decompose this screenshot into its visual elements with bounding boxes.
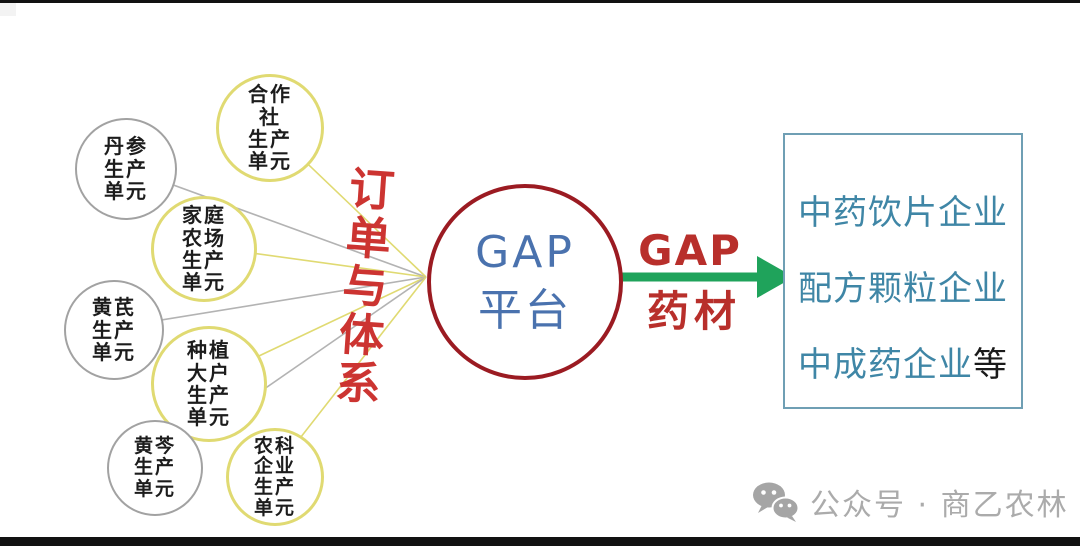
gap-platform-label: GAP 平台 [475,226,575,336]
wechat-icon [753,482,800,522]
arrow-label-yaocai: 药材 [646,287,741,336]
enterprise-line-3-suffix: 等 [973,345,1008,385]
connector-line-danshen [123,166,427,278]
unit-label-large-grower: 种植 大户 生产 单元 [187,338,231,430]
enterprise-line-decoction-pieces: 中药饮片企业 [785,196,1021,230]
connector-line-huangqi [111,276,427,329]
enterprise-line-formula-granules: 配方颗粒企业 [785,272,1021,306]
unit-label-huangqin: 黄芩 生产 单元 [133,435,176,500]
unit-circle-family-farm: 家庭 农场 生产 单元 [151,196,257,302]
unit-label-family-farm: 家庭 农场 生产 单元 [182,203,226,295]
watermark-text: 公众号 · 商乙农林 [810,488,1069,523]
watermark: 公众号 · 商乙农林 [752,480,1069,524]
arrow-label-gap: GAP [638,226,742,275]
flow-arrow [614,256,794,298]
enterprise-box: 中药饮片企业 配方颗粒企业 中成药企业等 [783,133,1023,409]
enterprise-line-patent-medicine: 中成药企业等 [785,348,1021,382]
enterprise-line-3-text: 中成药企业 [798,345,973,385]
bottom-border-bar [0,537,1080,546]
unit-label-cooperative: 合作 社 生产 单元 [248,82,292,174]
unit-circle-danshen: 丹参 生产 单元 [75,118,177,220]
unit-circle-cooperative: 合作 社 生产 单元 [216,74,324,182]
corner-artifact [0,3,16,16]
enterprise-line-2-text: 配方颗粒企业 [798,269,1008,309]
unit-circle-agri-science: 农科 企业 生产 单元 [226,428,324,526]
gap-platform-circle: GAP 平台 [427,184,623,380]
unit-label-huangqi: 黄芪 生产 单元 [92,295,136,365]
unit-label-agri-science: 农科 企业 生产 单元 [253,434,296,519]
unit-label-danshen: 丹参 生产 单元 [104,134,148,204]
unit-circle-huangqi: 黄芪 生产 单元 [64,280,164,380]
top-border-bar [0,0,1080,3]
unit-circle-huangqin: 黄芩 生产 单元 [107,420,203,516]
enterprise-line-1-text: 中药饮片企业 [798,193,1008,233]
